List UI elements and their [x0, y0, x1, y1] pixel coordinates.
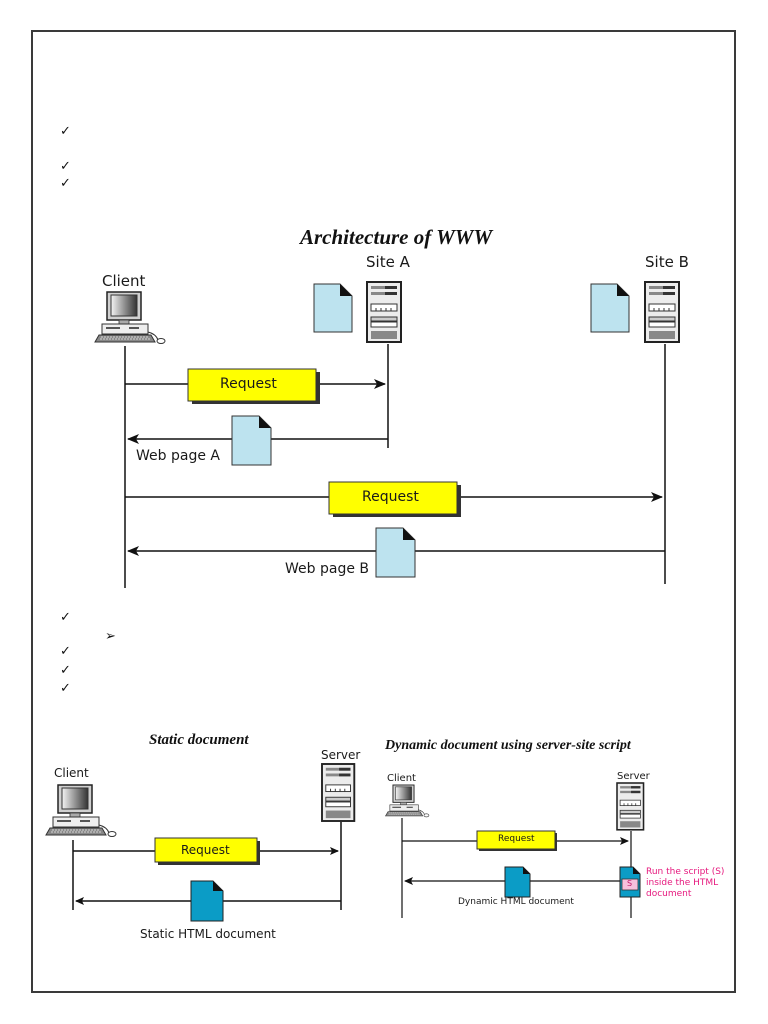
site-a-label: Site A [366, 253, 410, 271]
client-label: Client [102, 272, 146, 290]
web-page-b-icon [375, 527, 416, 578]
bullet-check-icon: ✓ [60, 159, 71, 174]
script-badge-label: S [627, 879, 633, 888]
web-page-a-icon [231, 415, 272, 466]
web-page-a-label: Web page A [136, 448, 220, 464]
request-1-box [187, 368, 317, 402]
bullet-arrow-icon: ➢ [105, 629, 116, 644]
architecture-title: Architecture of WWW [300, 225, 493, 249]
dynamic-client-computer-icon [385, 784, 430, 818]
request-2-label: Request [362, 489, 419, 505]
static-request-label: Request [181, 843, 230, 857]
script-note-line-2: inside the HTML [646, 878, 719, 888]
request-1-label: Request [220, 376, 277, 392]
site-a-server-icon [366, 281, 402, 343]
bullet-check-icon: ✓ [60, 124, 71, 139]
static-document-title: Static document [149, 732, 249, 748]
dynamic-html-document-icon [504, 866, 531, 898]
bullet-check-icon: ✓ [60, 663, 71, 678]
script-note-line-1: Run the script (S) [646, 867, 725, 877]
dynamic-request-label: Request [498, 834, 535, 844]
static-server-icon [321, 763, 356, 822]
dynamic-client-label: Client [387, 773, 416, 784]
site-b-server-icon [644, 281, 680, 343]
dynamic-document-title: Dynamic document using server-site scrip… [385, 738, 631, 753]
web-page-b-label: Web page B [285, 561, 369, 577]
dynamic-response-label: Dynamic HTML document [458, 897, 574, 907]
bullet-check-icon: ✓ [60, 176, 71, 191]
dynamic-server-icon [616, 782, 645, 831]
script-note: Run the script (S) inside the HTML docum… [646, 867, 724, 900]
static-client-label: Client [54, 766, 89, 780]
dynamic-server-label: Server [617, 771, 650, 782]
site-b-label: Site B [645, 253, 689, 271]
request-2-box [328, 481, 458, 515]
static-client-computer-icon [45, 784, 117, 838]
static-request-box [154, 837, 258, 863]
bullet-check-icon: ✓ [60, 681, 71, 696]
dynamic-request-box [476, 830, 556, 850]
bullet-check-icon: ✓ [60, 644, 71, 659]
script-note-line-3: document [646, 889, 692, 899]
static-server-label: Server [321, 748, 361, 762]
static-response-label: Static HTML document [140, 927, 276, 941]
script-badge-box [621, 878, 639, 891]
bullet-check-icon: ✓ [60, 610, 71, 625]
page-border [31, 30, 736, 993]
client-computer-icon [94, 291, 166, 345]
